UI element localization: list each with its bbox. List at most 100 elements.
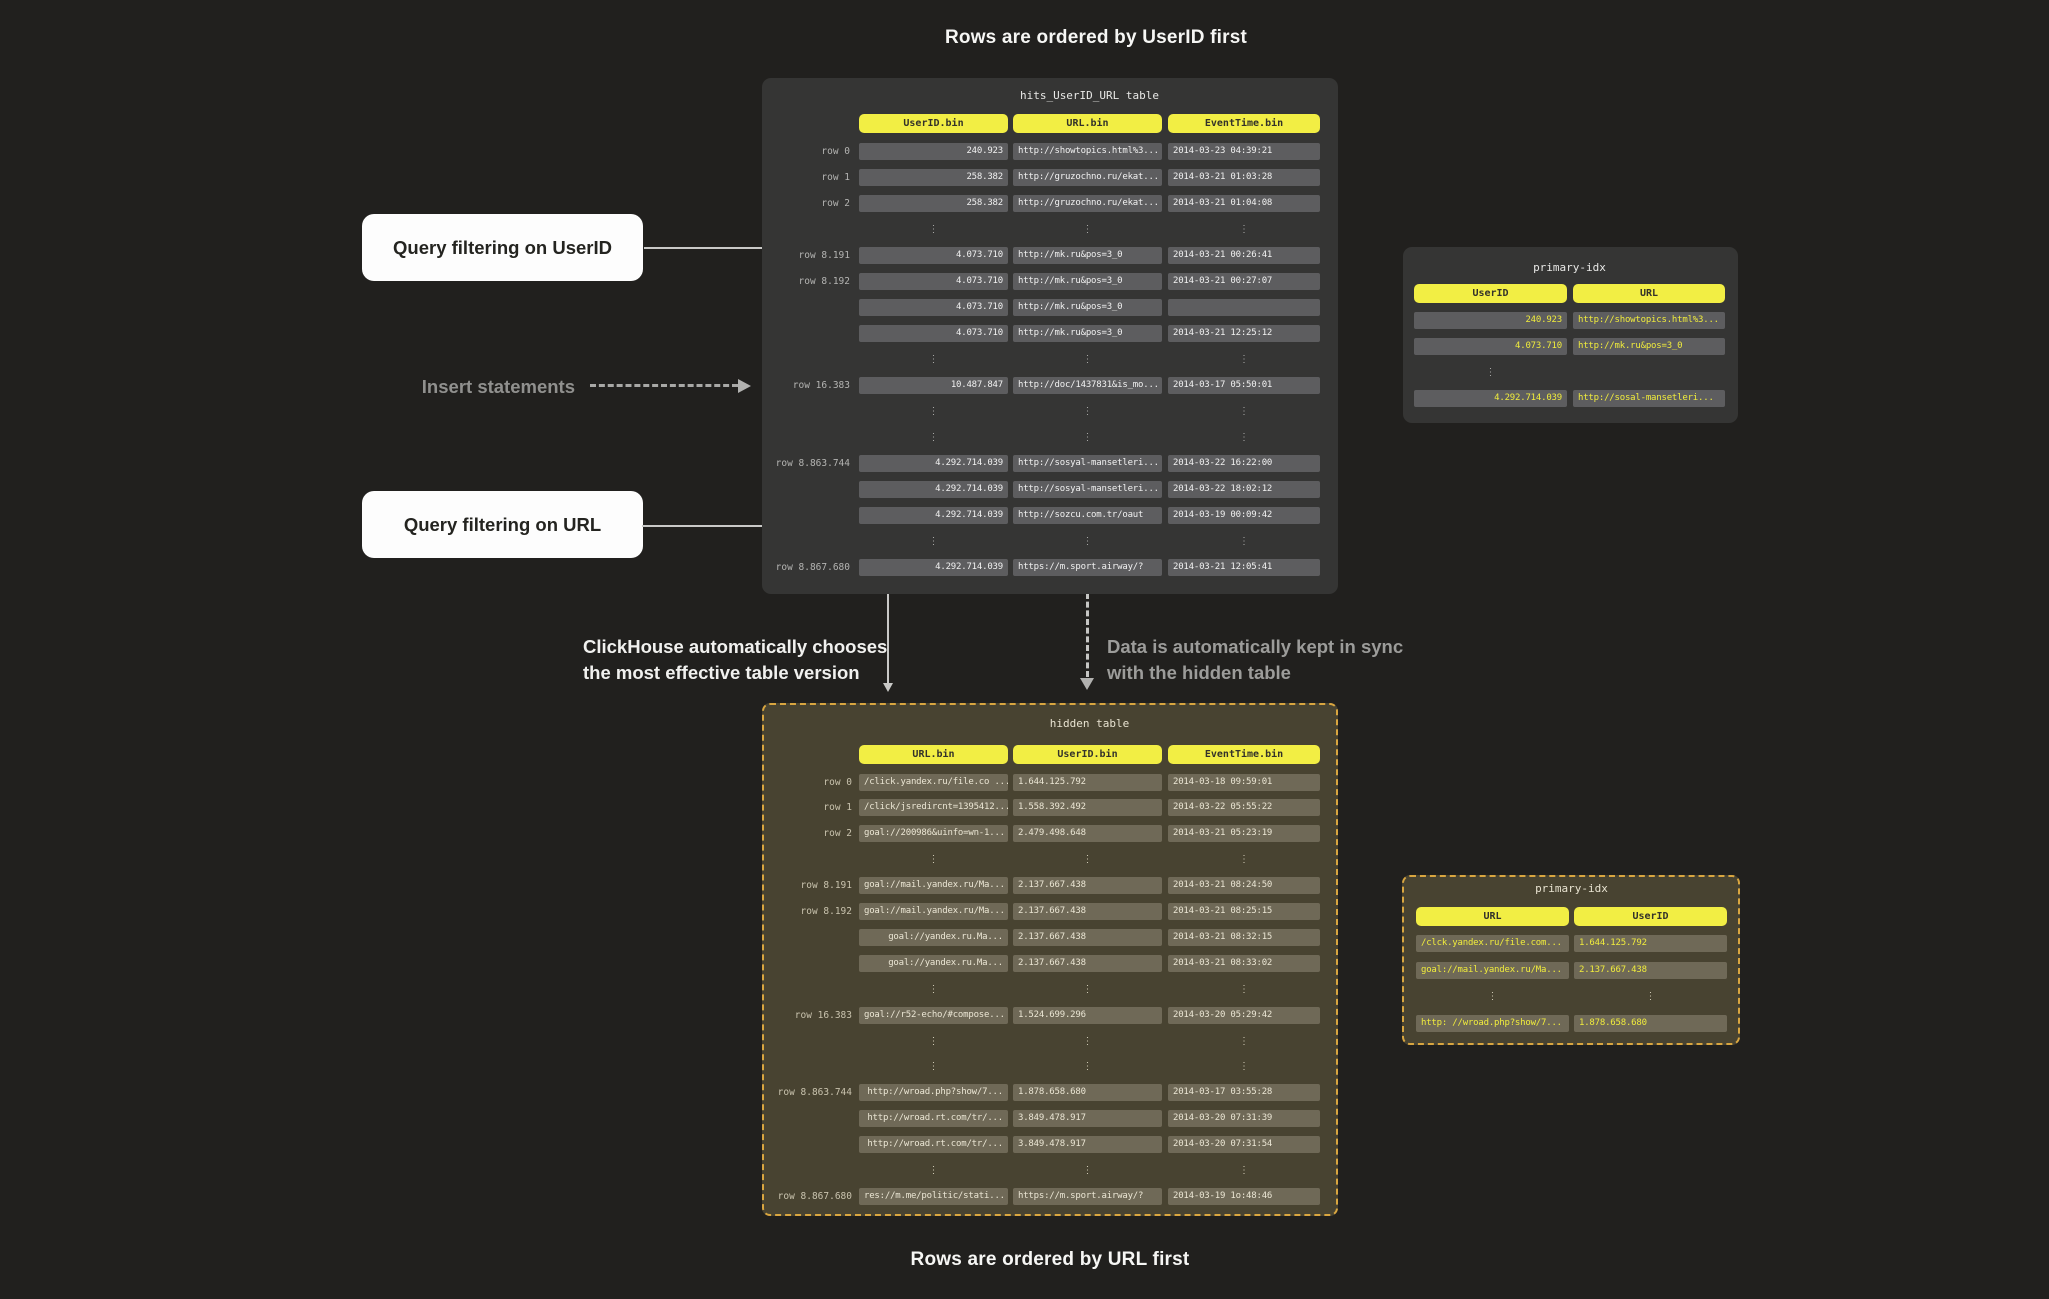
table-cell: 2014-03-21 12:05:41 [1168,559,1320,576]
table-cell: 2014-03-21 08:33:02 [1168,955,1320,972]
ellipsis-dots: ⋮ [1239,854,1249,865]
ellipsis-dots: ⋮ [928,1165,939,1176]
column-header: URL.bin [859,745,1008,764]
row-label [762,481,850,498]
column-header: UserID.bin [1013,745,1162,764]
table-cell: 2.137.667.438 [1574,962,1727,979]
table-cell: 2.137.667.438 [1013,877,1162,894]
table-cell: 1.644.125.792 [1013,774,1162,791]
row-label [762,325,850,342]
row-label: row 8.191 [798,250,850,261]
row-label: row 8.192 [800,906,852,917]
sync-note-line1: Data is automatically kept in sync [1107,636,1404,657]
ellipsis-dots: ⋮ [1239,224,1249,235]
row-label: row 8.863.744 [775,458,850,469]
table-cell: 2014-03-17 03:55:28 [1168,1084,1320,1101]
table-cell: http://gruzochno.ru/ekat... [1013,169,1162,186]
ellipsis-dots: ⋮ [1239,1036,1249,1047]
table-cell: 2014-03-21 00:27:07 [1168,273,1320,290]
row-label [762,507,850,524]
table-cell: http://doc/1437831&is_mo... [1013,377,1162,394]
row-label [764,929,852,946]
row-label [764,1110,852,1127]
table-cell: 1.524.699.296 [1013,1007,1162,1024]
row-label: row 0 [821,146,850,157]
ellipsis-dots: ⋮ [928,984,939,995]
table-cell: 2014-03-21 08:32:15 [1168,929,1320,946]
table-version-note-line2: the most effective table version [583,661,860,683]
table-cell: 4.292.714.039 [1414,390,1567,407]
table-cell: 2.479.498.648 [1013,825,1162,842]
table-cell: http://mk.ru&pos=3_0 [1013,299,1162,316]
table-cell: goal://yandex.ru.Ma... [859,955,1008,972]
table-cell: 240.923 [859,143,1008,160]
row-label: row 8.192 [798,276,850,287]
ellipsis-dots: ⋮ [1082,984,1093,995]
ellipsis-dots: ⋮ [928,1036,939,1047]
table-cell: http://mk.ru&pos=3_0 [1573,338,1725,355]
table-cell: 4.073.710 [859,273,1008,290]
row-label: row 8.867.680 [777,1191,852,1202]
table-cell: http://mk.ru&pos=3_0 [1013,273,1162,290]
table-cell: /clck.yandex.ru/file.com... [1416,935,1569,952]
ellipsis-dots: ⋮ [1239,406,1249,417]
table-cell: 1.878.658.680 [1574,1015,1727,1032]
userid-query-arrow-line [644,247,776,249]
column-header: URL.bin [1013,114,1162,133]
table-cell: http://sosyal-mansetleri... [1013,455,1162,472]
table-cell: 2014-03-19 1o:48:46 [1168,1188,1320,1205]
table-cell: 4.292.714.039 [859,559,1008,576]
table-cell: goal://mail.yandex.ru/Ma... [1416,962,1569,979]
table-cell: http://wroad.php?show/7... [859,1084,1008,1101]
row-label: row 1 [821,172,850,183]
ellipsis-dots: ⋮ [1082,406,1093,417]
table-cell: http://wroad.rt.com/tr/... [859,1110,1008,1127]
column-header: URL [1416,907,1569,926]
table-cell: 2.137.667.438 [1013,929,1162,946]
ellipsis-dots: ⋮ [1082,1061,1093,1072]
table-cell: 4.292.714.039 [859,455,1008,472]
table-version-note: ClickHouse automatically chooses the mos… [583,634,887,685]
table-cell: 2014-03-23 04:39:21 [1168,143,1320,160]
sync-note: Data is automatically kept in sync with … [1107,634,1403,685]
table-cell: 2014-03-20 05:29:42 [1168,1007,1320,1024]
ellipsis-dots: ⋮ [1082,354,1093,365]
row-label [762,299,850,316]
table-cell: 2014-03-21 08:24:50 [1168,877,1320,894]
insert-statements-label: Insert statements [421,376,575,397]
ellipsis-dots: ⋮ [928,854,939,865]
table-cell: 2014-03-22 05:55:22 [1168,799,1320,816]
column-header: EventTime.bin [1168,114,1320,133]
ellipsis-dots: ⋮ [1239,1061,1249,1072]
insert-statements-arrowhead-icon [738,379,751,393]
sync-dashed-line [1086,593,1089,677]
table-cell: 258.382 [859,195,1008,212]
table-cell: 2014-03-17 05:50:01 [1168,377,1320,394]
table-cell: 4.292.714.039 [859,481,1008,498]
table-cell: 2014-03-21 05:23:19 [1168,825,1320,842]
table-cell: goal://200986&uinfo=wn-1... [859,825,1008,842]
table-cell: 3.849.478.917 [1013,1110,1162,1127]
table-cell: 2014-03-21 12:25:12 [1168,325,1320,342]
row-label [764,1136,852,1153]
table-cell: /click.yandex.ru/file.co ... [859,774,1008,791]
table-cell: 4.073.710 [859,247,1008,264]
table-cell: 1.644.125.792 [1574,935,1727,952]
table-cell: 10.487.847 [859,377,1008,394]
table-cell: 2014-03-21 08:25:15 [1168,903,1320,920]
table-cell: /click/jsredircnt=1395412... [859,799,1008,816]
table-cell: 2014-03-20 07:31:54 [1168,1136,1320,1153]
row-label: row 0 [823,777,852,788]
row-label: row 8.191 [800,880,852,891]
table-title: hits_UserID_URL table [1019,89,1160,102]
column-header: UserID [1574,907,1727,926]
table-cell: 4.073.710 [859,299,1008,316]
table-cell: 2014-03-19 00:09:42 [1168,507,1320,524]
ellipsis-dots: ⋮ [1239,984,1249,995]
url-query-arrowhead-icon [883,683,893,692]
table-cell: 1.878.658.680 [1013,1084,1162,1101]
table-title: hidden table [1049,717,1130,730]
